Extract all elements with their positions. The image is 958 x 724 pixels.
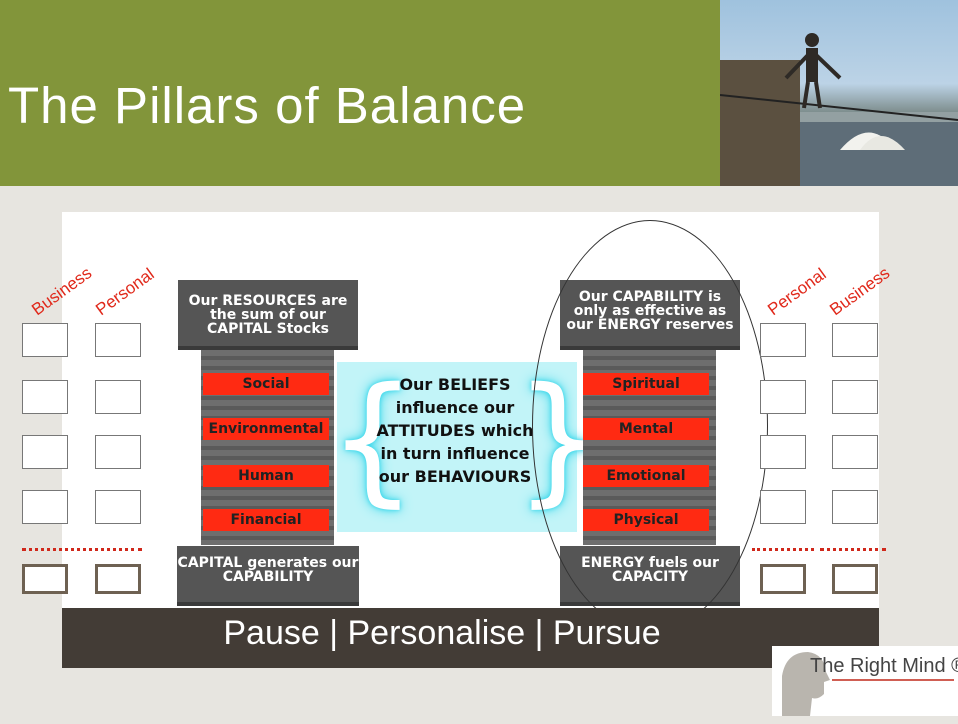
beliefs-text: Our BELIEFS influence our ATTITUDES whic… <box>376 375 534 486</box>
left-personal-box <box>95 380 141 414</box>
left-pillar-top-cap: Our RESOURCES are the sum of our CAPITAL… <box>178 280 358 350</box>
tightrope-walker-photo <box>720 0 958 186</box>
left-business-total-box <box>22 564 68 594</box>
header-banner <box>0 0 720 186</box>
left-business-box <box>22 490 68 524</box>
right-business-total-box <box>832 564 878 594</box>
left-personal-box <box>95 490 141 524</box>
the-right-mind-logo <box>772 646 958 716</box>
right-dotted-separator <box>820 548 886 551</box>
footer-bar <box>62 608 879 668</box>
left-brace-icon: { <box>328 358 418 521</box>
right-personal-box <box>760 490 806 524</box>
left-business-box <box>22 380 68 414</box>
left-band-human: Human <box>203 465 329 487</box>
slide-title: The Pillars of Balance <box>8 77 527 134</box>
photo-illustration <box>720 33 958 186</box>
right-dotted-separator <box>752 548 814 551</box>
right-business-box <box>832 490 878 524</box>
left-pillar-bottom-cap: CAPITAL generates our CAPABILITY <box>177 546 359 606</box>
right-personal-box <box>760 380 806 414</box>
right-personal-total-box <box>760 564 806 594</box>
left-business-box <box>22 323 68 357</box>
left-personal-box <box>95 323 141 357</box>
right-personal-box <box>760 323 806 357</box>
left-band-social: Social <box>203 373 329 395</box>
highlight-ellipse <box>532 220 768 632</box>
left-personal-box <box>95 435 141 469</box>
left-business-box <box>22 435 68 469</box>
left-band-environmental: Environmental <box>203 418 329 440</box>
right-business-box <box>832 380 878 414</box>
right-business-box <box>832 323 878 357</box>
left-dotted-separator <box>22 548 142 551</box>
right-business-box <box>832 435 878 469</box>
head-profile-icon <box>782 652 954 716</box>
left-personal-total-box <box>95 564 141 594</box>
footer-tagline: Pause | Personalise | Pursue <box>223 614 661 652</box>
right-personal-box <box>760 435 806 469</box>
left-band-financial: Financial <box>203 509 329 531</box>
logo-text: The Right Mind ® <box>810 655 958 677</box>
